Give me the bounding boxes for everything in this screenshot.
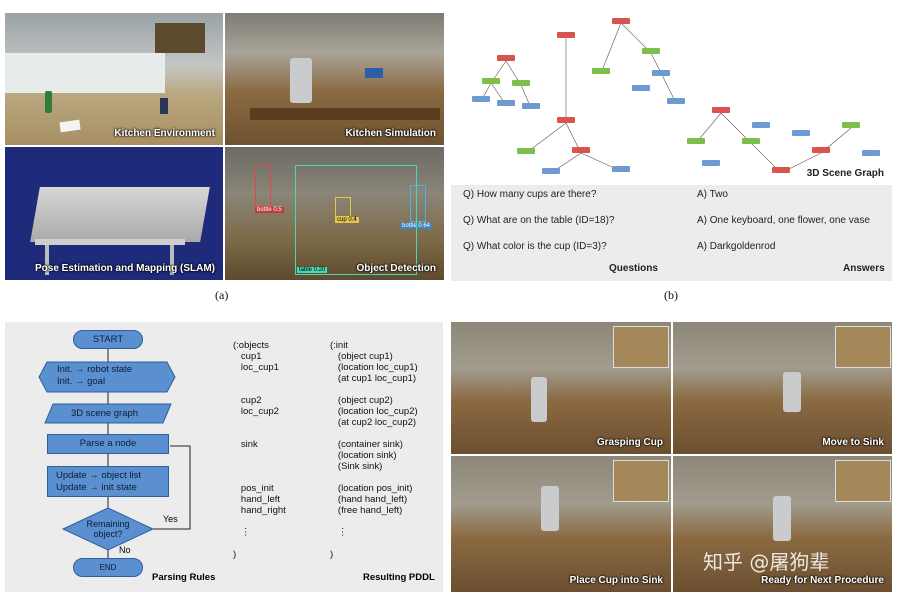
- question-3: Q) What color is the cup (ID=3)?: [463, 241, 607, 252]
- detection-label-bottle-1: bottle 0.5: [255, 207, 284, 213]
- slam-label: Pose Estimation and Mapping (SLAM): [34, 263, 215, 274]
- scene-graph-node: [612, 166, 630, 172]
- move-to-sink-label: Move to Sink: [822, 437, 884, 448]
- kitchen-simulation-label: Kitchen Simulation: [345, 128, 436, 139]
- scene-graph-node: [612, 18, 630, 24]
- init-text: Init. → robot state Init. → goal: [57, 364, 132, 388]
- scene-graph-node: [667, 98, 685, 104]
- place-cup-render: Place Cup into Sink: [451, 456, 671, 592]
- scene-graph-node: [842, 122, 860, 128]
- scene-graph-step: 3D scene graph: [71, 408, 139, 419]
- flowchart-connectors: [38, 349, 191, 558]
- scene-graph-node: [482, 78, 500, 84]
- update-step: Update → object list Update → init state: [47, 466, 169, 497]
- pddl-objects-column: (:objects cup1 loc_cup1 cup2 loc_cup2 si…: [233, 340, 286, 560]
- scene-graph-node: [512, 80, 530, 86]
- question-1: Q) How many cups are there?: [463, 189, 597, 200]
- scene-graph-node: [517, 148, 535, 154]
- detection-label-table: table 0.20: [297, 267, 328, 273]
- kitchen-environment-label: Kitchen Environment: [114, 128, 215, 139]
- scene-graph-node: [792, 130, 810, 136]
- scene-graph-parallelogram: [44, 403, 172, 424]
- panel-b: 3D Scene Graph Q) How many cups are ther…: [451, 13, 892, 281]
- questions-header: Questions: [609, 263, 658, 274]
- scene-graph-node: [542, 168, 560, 174]
- object-detection-label: Object Detection: [356, 263, 436, 274]
- scene-graph-node: [652, 70, 670, 76]
- scene-graph-node: [472, 96, 490, 102]
- scene-graph-node: [687, 138, 705, 144]
- object-detection-photo: bottle 0.5 cup 0.4 bottle 0.64 table 0.2…: [225, 147, 444, 280]
- update-object-list: Update → object list: [56, 470, 142, 481]
- scene-graph-node: [497, 55, 515, 61]
- move-to-sink-render: Move to Sink: [673, 322, 892, 454]
- decision-object: object?: [93, 529, 123, 539]
- scene-graph-node: [752, 122, 770, 128]
- panel-c: START Init. → robot state Init. → goal 3…: [5, 322, 443, 592]
- answer-2: A) One keyboard, one flower, one vase: [697, 215, 870, 226]
- resulting-pddl-label: Resulting PDDL: [363, 572, 435, 583]
- kitchen-simulation-render: Kitchen Simulation: [225, 13, 444, 145]
- yes-label: Yes: [163, 514, 178, 524]
- watermark: 知乎 @屠狗辈: [703, 550, 830, 574]
- decision-text: Remaining object?: [75, 519, 141, 539]
- scene-graph-node: [862, 150, 880, 156]
- init-hexagon: [38, 361, 176, 393]
- pddl-init-column: (:init (object cup1) (location loc_cup1)…: [330, 340, 418, 560]
- update-init-state: Update → init state: [56, 482, 137, 493]
- end-terminal: END: [73, 558, 143, 577]
- detection-label-cup: cup 0.4: [335, 217, 359, 223]
- init-robot-state: Init. → robot state: [57, 364, 132, 375]
- scene-graph-node: [497, 100, 515, 106]
- slam-map-render: Pose Estimation and Mapping (SLAM): [5, 147, 223, 280]
- grasping-cup-render: Grasping Cup: [451, 322, 671, 454]
- scene-graph-node: [592, 68, 610, 74]
- start-terminal: START: [73, 330, 143, 349]
- scene-graph: [472, 18, 880, 174]
- scene-graph-node: [522, 103, 540, 109]
- kitchen-environment-photo: Kitchen Environment: [5, 13, 223, 145]
- decision-diamond: [61, 507, 155, 551]
- ready-next-render: 知乎 @屠狗辈 Ready for Next Procedure: [673, 456, 892, 592]
- scene-graph-node: [772, 167, 790, 173]
- caption-a: (a): [215, 288, 229, 302]
- scene-graph-node: [712, 107, 730, 113]
- answer-3: A) Darkgoldenrod: [697, 241, 776, 252]
- parsing-rules-label: Parsing Rules: [152, 572, 216, 583]
- scene-graph-title: 3D Scene Graph: [806, 168, 884, 179]
- answers-header: Answers: [843, 263, 885, 274]
- ready-next-label: Ready for Next Procedure: [761, 575, 884, 586]
- scene-graph-node: [742, 138, 760, 144]
- scene-graph-node: [557, 117, 575, 123]
- grasping-cup-label: Grasping Cup: [596, 437, 663, 448]
- answer-1: A) Two: [697, 189, 728, 200]
- init-goal: Init. → goal: [57, 376, 106, 387]
- no-label: No: [119, 545, 131, 555]
- caption-b: (b): [664, 288, 678, 302]
- qa-panel: Q) How many cups are there? Q) What are …: [451, 185, 892, 281]
- scene-graph-node: [702, 160, 720, 166]
- scene-graph-node: [642, 48, 660, 54]
- scene-graph-node: [557, 32, 575, 38]
- place-cup-label: Place Cup into Sink: [569, 575, 663, 586]
- question-2: Q) What are on the table (ID=18)?: [463, 215, 615, 226]
- scene-graph-node: [632, 85, 650, 91]
- parse-node-step: Parse a node: [47, 434, 169, 454]
- decision-remaining: Remaining: [86, 519, 130, 529]
- scene-graph-node: [572, 147, 590, 153]
- scene-graph-node: [812, 147, 830, 153]
